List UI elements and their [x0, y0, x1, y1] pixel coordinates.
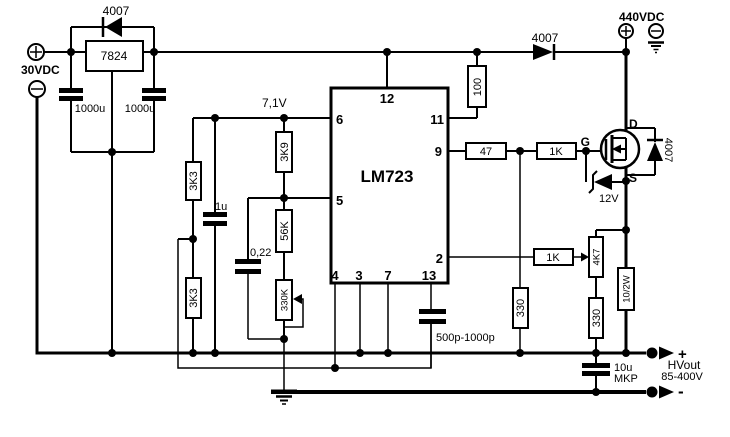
label-hvout-range: 85-400V: [661, 371, 703, 383]
output-terminal-plus: +: [646, 346, 687, 363]
zener-12v: 12V: [588, 170, 619, 205]
diode-4007-series: 4007: [532, 31, 559, 60]
label-out-plus: +: [678, 346, 687, 363]
output-terminal-minus: -: [646, 382, 684, 401]
potentiometer-330k: 330K: [275, 279, 302, 321]
resistor-100: 100: [467, 65, 487, 108]
label-ref-voltage: 7,1V: [262, 96, 287, 110]
capacitor-1u: 1u: [203, 201, 227, 226]
label-lm723: LM723: [361, 167, 414, 186]
capacitor-1000u-left: 1000u: [59, 88, 105, 115]
label-1u: 1u: [215, 201, 227, 213]
label-1000u-right: 1000u: [125, 103, 156, 115]
resistor-1k-gate: 1K: [536, 142, 577, 160]
label-0-22: 0,22: [250, 247, 271, 259]
label-gate: G: [581, 135, 590, 149]
pin-3: 3: [355, 268, 362, 283]
label-mkp: MKP: [614, 373, 638, 385]
resistor-47: 47: [465, 142, 507, 160]
ground-symbol-440v: [648, 41, 664, 54]
label-56k: 56K: [279, 221, 291, 241]
wiper-arrow-4k7: [581, 252, 589, 262]
resistor-1k-wiper: 1K: [533, 248, 574, 266]
pin-6: 6: [336, 112, 343, 127]
input-terminal-30vdc: 30VDC: [21, 43, 60, 98]
label-4k7: 4K7: [591, 249, 602, 266]
resistor-330-sense: 330: [512, 287, 529, 329]
label-1k-wiper: 1K: [546, 252, 560, 264]
wiper-arrow-330k: [293, 294, 302, 304]
capacitor-1000u-right: 1000u: [125, 88, 166, 115]
label-30vdc: 30VDC: [21, 63, 60, 77]
capacitor-500p: 500p-1000p: [419, 309, 495, 344]
label-source: S: [629, 171, 637, 185]
label-10-2w: 10/2W: [621, 275, 632, 302]
pin-7: 7: [384, 268, 391, 283]
pin-12: 12: [380, 91, 394, 106]
pin-2: 2: [436, 251, 443, 266]
wires: [35, 26, 646, 394]
resistor-3k9: 3K9: [275, 131, 293, 173]
label-3k9: 3K9: [279, 142, 291, 162]
capacitor-0-22: 0,22: [235, 247, 271, 274]
label-330-out: 330: [591, 309, 603, 327]
mosfet: D G S: [581, 117, 641, 185]
label-330k: 330K: [279, 288, 290, 311]
diode-4007-mosfet: 4007: [626, 127, 674, 176]
label-diode-4007-mosfet: 4007: [662, 138, 674, 162]
label-3k3-lower: 3K3: [188, 288, 200, 308]
resistor-3k3-lower: 3K3: [185, 277, 202, 319]
ic-lm723: LM723 12 6 11 9 5 2 4 3 7 13: [329, 86, 450, 285]
label-440vdc: 440VDC: [619, 10, 665, 24]
label-3k3-upper: 3K3: [188, 171, 200, 191]
diode-4007-regulator: 4007: [101, 4, 130, 37]
label-10u: 10u: [614, 362, 632, 374]
label-500p: 500p-1000p: [436, 332, 495, 344]
label-diode-4007-regulator: 4007: [103, 4, 130, 18]
label-diode-4007-series: 4007: [532, 31, 559, 45]
label-7824: 7824: [101, 49, 128, 63]
pin-13: 13: [422, 268, 436, 283]
pin-9: 9: [435, 144, 442, 159]
resistor-3k3-upper: 3K3: [185, 161, 202, 201]
regulator-7824: 7824: [85, 40, 144, 72]
pin-5: 5: [336, 193, 343, 208]
pin-4: 4: [331, 268, 339, 283]
resistor-330-out: 330: [588, 297, 604, 339]
label-100: 100: [472, 78, 484, 96]
label-drain: D: [629, 117, 638, 131]
label-1000u-left: 1000u: [75, 103, 106, 115]
hv-input-440vdc: 440VDC: [618, 10, 665, 54]
label-1k-gate: 1K: [549, 146, 563, 158]
label-330-sense: 330: [515, 299, 527, 317]
pin-11: 11: [430, 112, 444, 127]
junction-dots: [67, 48, 630, 396]
ground-symbol-output: [271, 389, 297, 405]
label-hvout: HVout: [668, 358, 701, 372]
label-12v: 12V: [599, 193, 619, 205]
potentiometer-4k7: 4K7: [581, 236, 604, 278]
label-out-minus: -: [678, 382, 684, 401]
resistor-56k: 56K: [275, 209, 293, 253]
label-47: 47: [480, 146, 492, 158]
capacitor-10u-mkp: 10u MKP: [582, 362, 638, 385]
resistor-10-2w: 10/2W: [617, 267, 635, 311]
